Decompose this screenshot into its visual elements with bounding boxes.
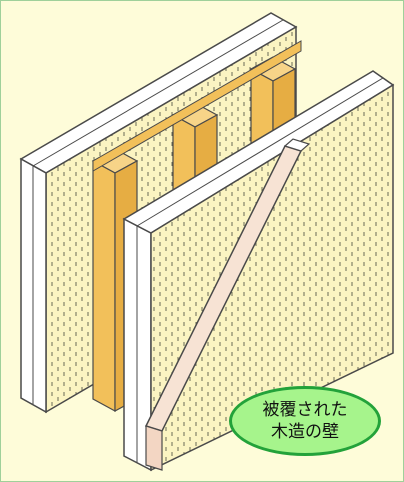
caption-badge: 被覆された 木造の壁 [229, 386, 381, 456]
front-panel-face [150, 83, 394, 472]
caption-line-2: 木造の壁 [271, 422, 339, 442]
front-panel-layer-line [136, 77, 384, 227]
top-plate [92, 40, 302, 172]
back-panel-layer-line [32, 19, 284, 167]
stud-side [92, 159, 116, 413]
brace-foot [145, 425, 163, 471]
caption-line-1: 被覆された [262, 400, 348, 420]
diagonal-brace [144, 138, 311, 471]
brace-top [283, 138, 311, 152]
